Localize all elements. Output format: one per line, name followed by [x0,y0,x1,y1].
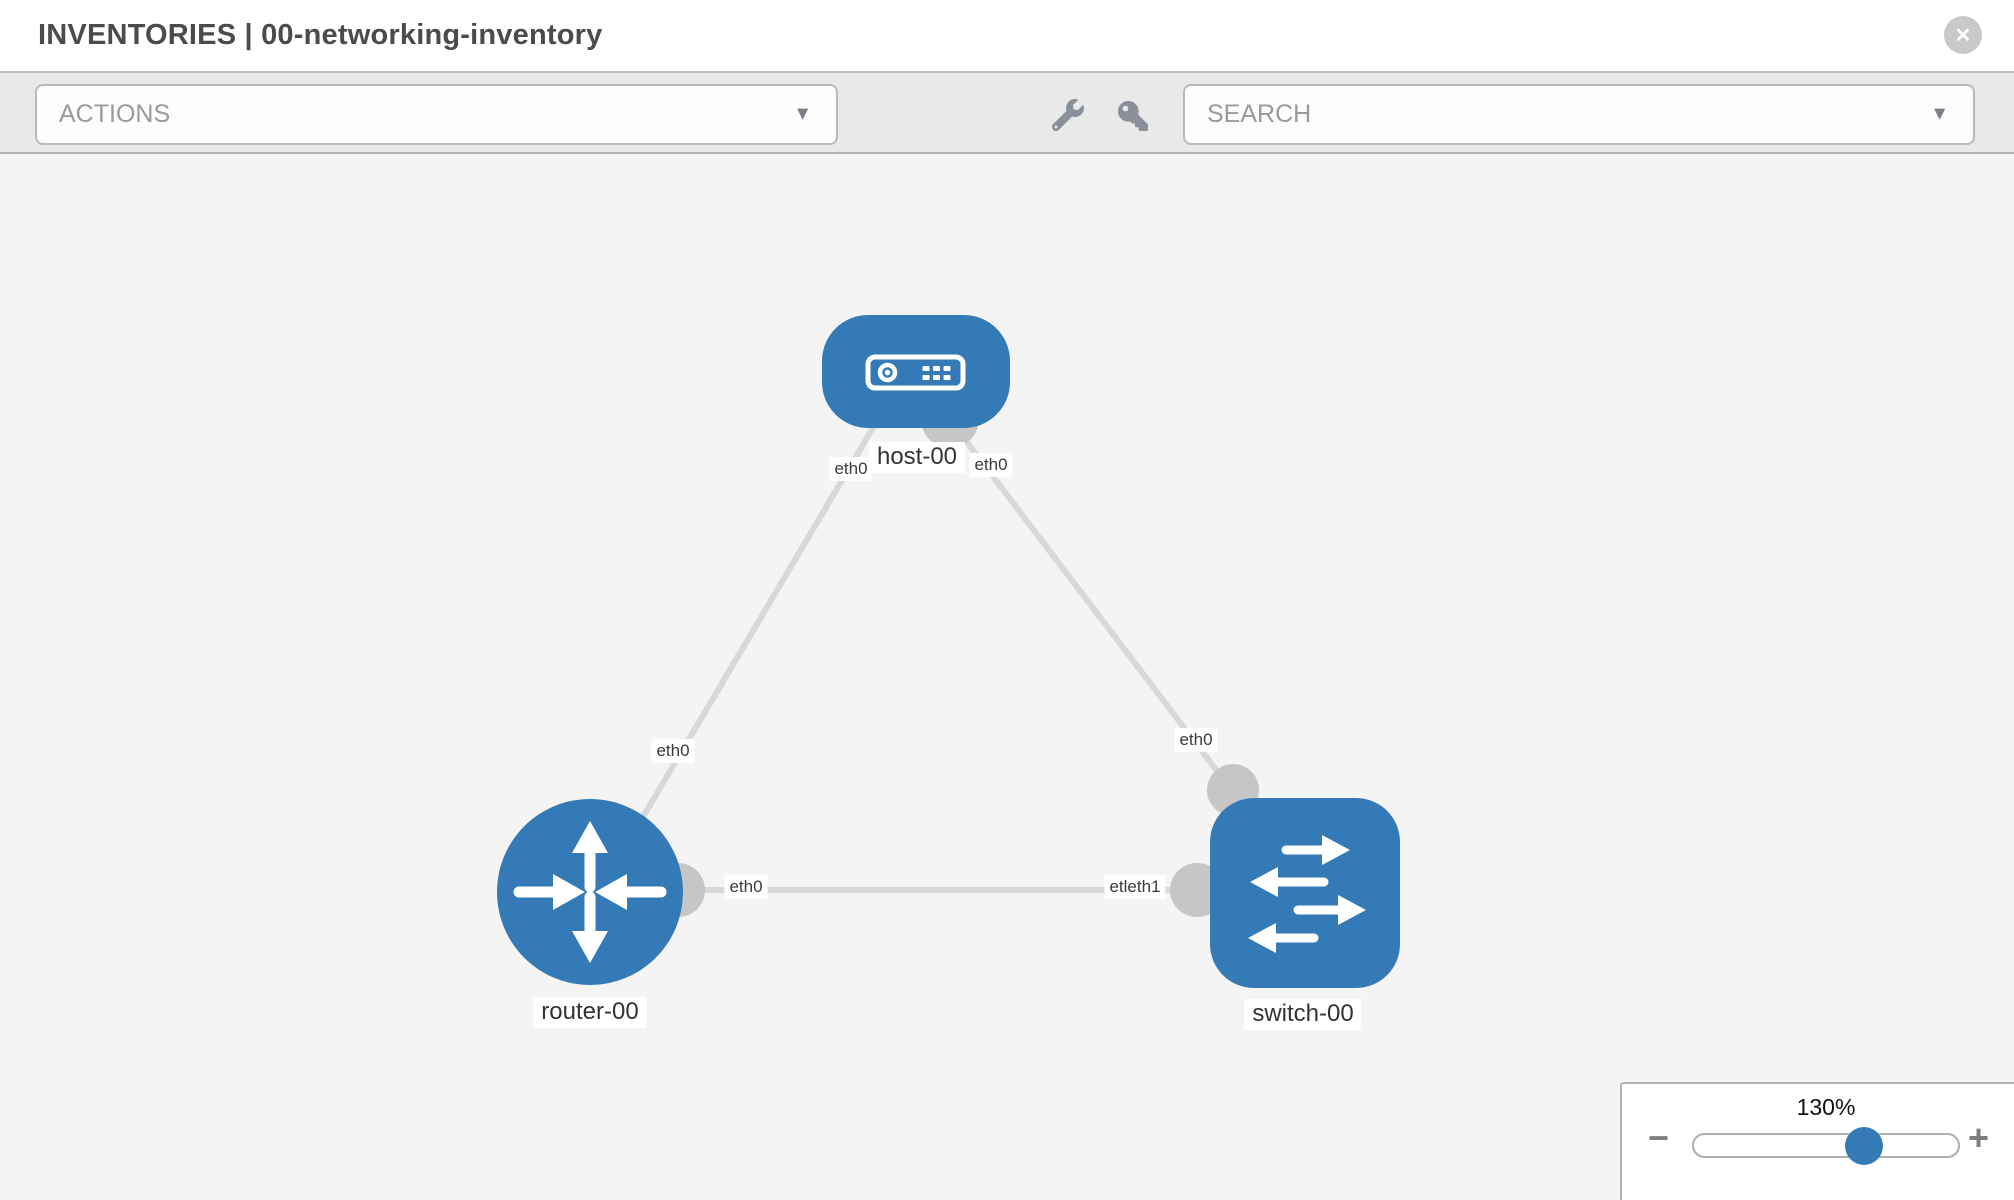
iface-label-host-eth0-right: eth0 [969,453,1013,477]
key-glyph [1118,101,1148,131]
iface-label-switch-eth1-mid: etleth1 [1104,875,1166,899]
switch-arrows-icon [1248,835,1366,953]
chevron-down-icon: ▼ [1930,103,1949,125]
node-host-00[interactable] [822,315,1010,428]
edges-layer [637,390,1259,917]
node-router-00[interactable] [497,799,683,985]
key-icon[interactable] [1118,101,1148,131]
search-dropdown-label: SEARCH [1207,100,1312,128]
chevron-down-icon: ▼ [793,103,812,125]
node-label-router: router-00 [533,997,647,1028]
search-dropdown[interactable]: SEARCH ▼ [1183,84,1975,145]
node-switch-00[interactable] [1210,798,1400,988]
server-icon [865,354,966,391]
zoom-out-button[interactable]: − [1648,1117,1670,1158]
close-icon[interactable]: ✕ [1944,16,1982,54]
actions-dropdown-label: ACTIONS [59,100,171,128]
router-arrows-icon [513,821,667,963]
zoom-in-button[interactable]: + [1968,1117,1990,1158]
actions-dropdown[interactable]: ACTIONS ▼ [35,84,838,145]
zoom-panel: 130% − + [1620,1082,2014,1200]
node-label-host: host-00 [868,442,966,473]
page-title: INVENTORIES | 00-networking-inventory [38,19,603,51]
iface-label-router-eth0: eth0 [651,739,695,763]
wrench-glyph [1052,99,1084,131]
zoom-percent: 130% [1796,1094,1856,1120]
zoom-slider-track[interactable] [1692,1133,1960,1158]
header: INVENTORIES | 00-networking-inventory ✕ [0,0,2014,71]
topology-canvas[interactable]: host-00 router-00 switch-00 eth0 eth0 et… [0,154,2014,1200]
zoom-slider-thumb[interactable] [1845,1127,1883,1165]
iface-label-router-eth0-mid: eth0 [724,875,768,899]
node-label-switch: switch-00 [1244,999,1362,1030]
iface-label-switch-eth0: eth0 [1174,728,1218,752]
toolbar: ACTIONS ▼ SEARCH ▼ [0,71,2014,154]
wrench-icon[interactable] [1052,99,1084,131]
iface-label-host-eth0-left: eth0 [829,457,873,481]
